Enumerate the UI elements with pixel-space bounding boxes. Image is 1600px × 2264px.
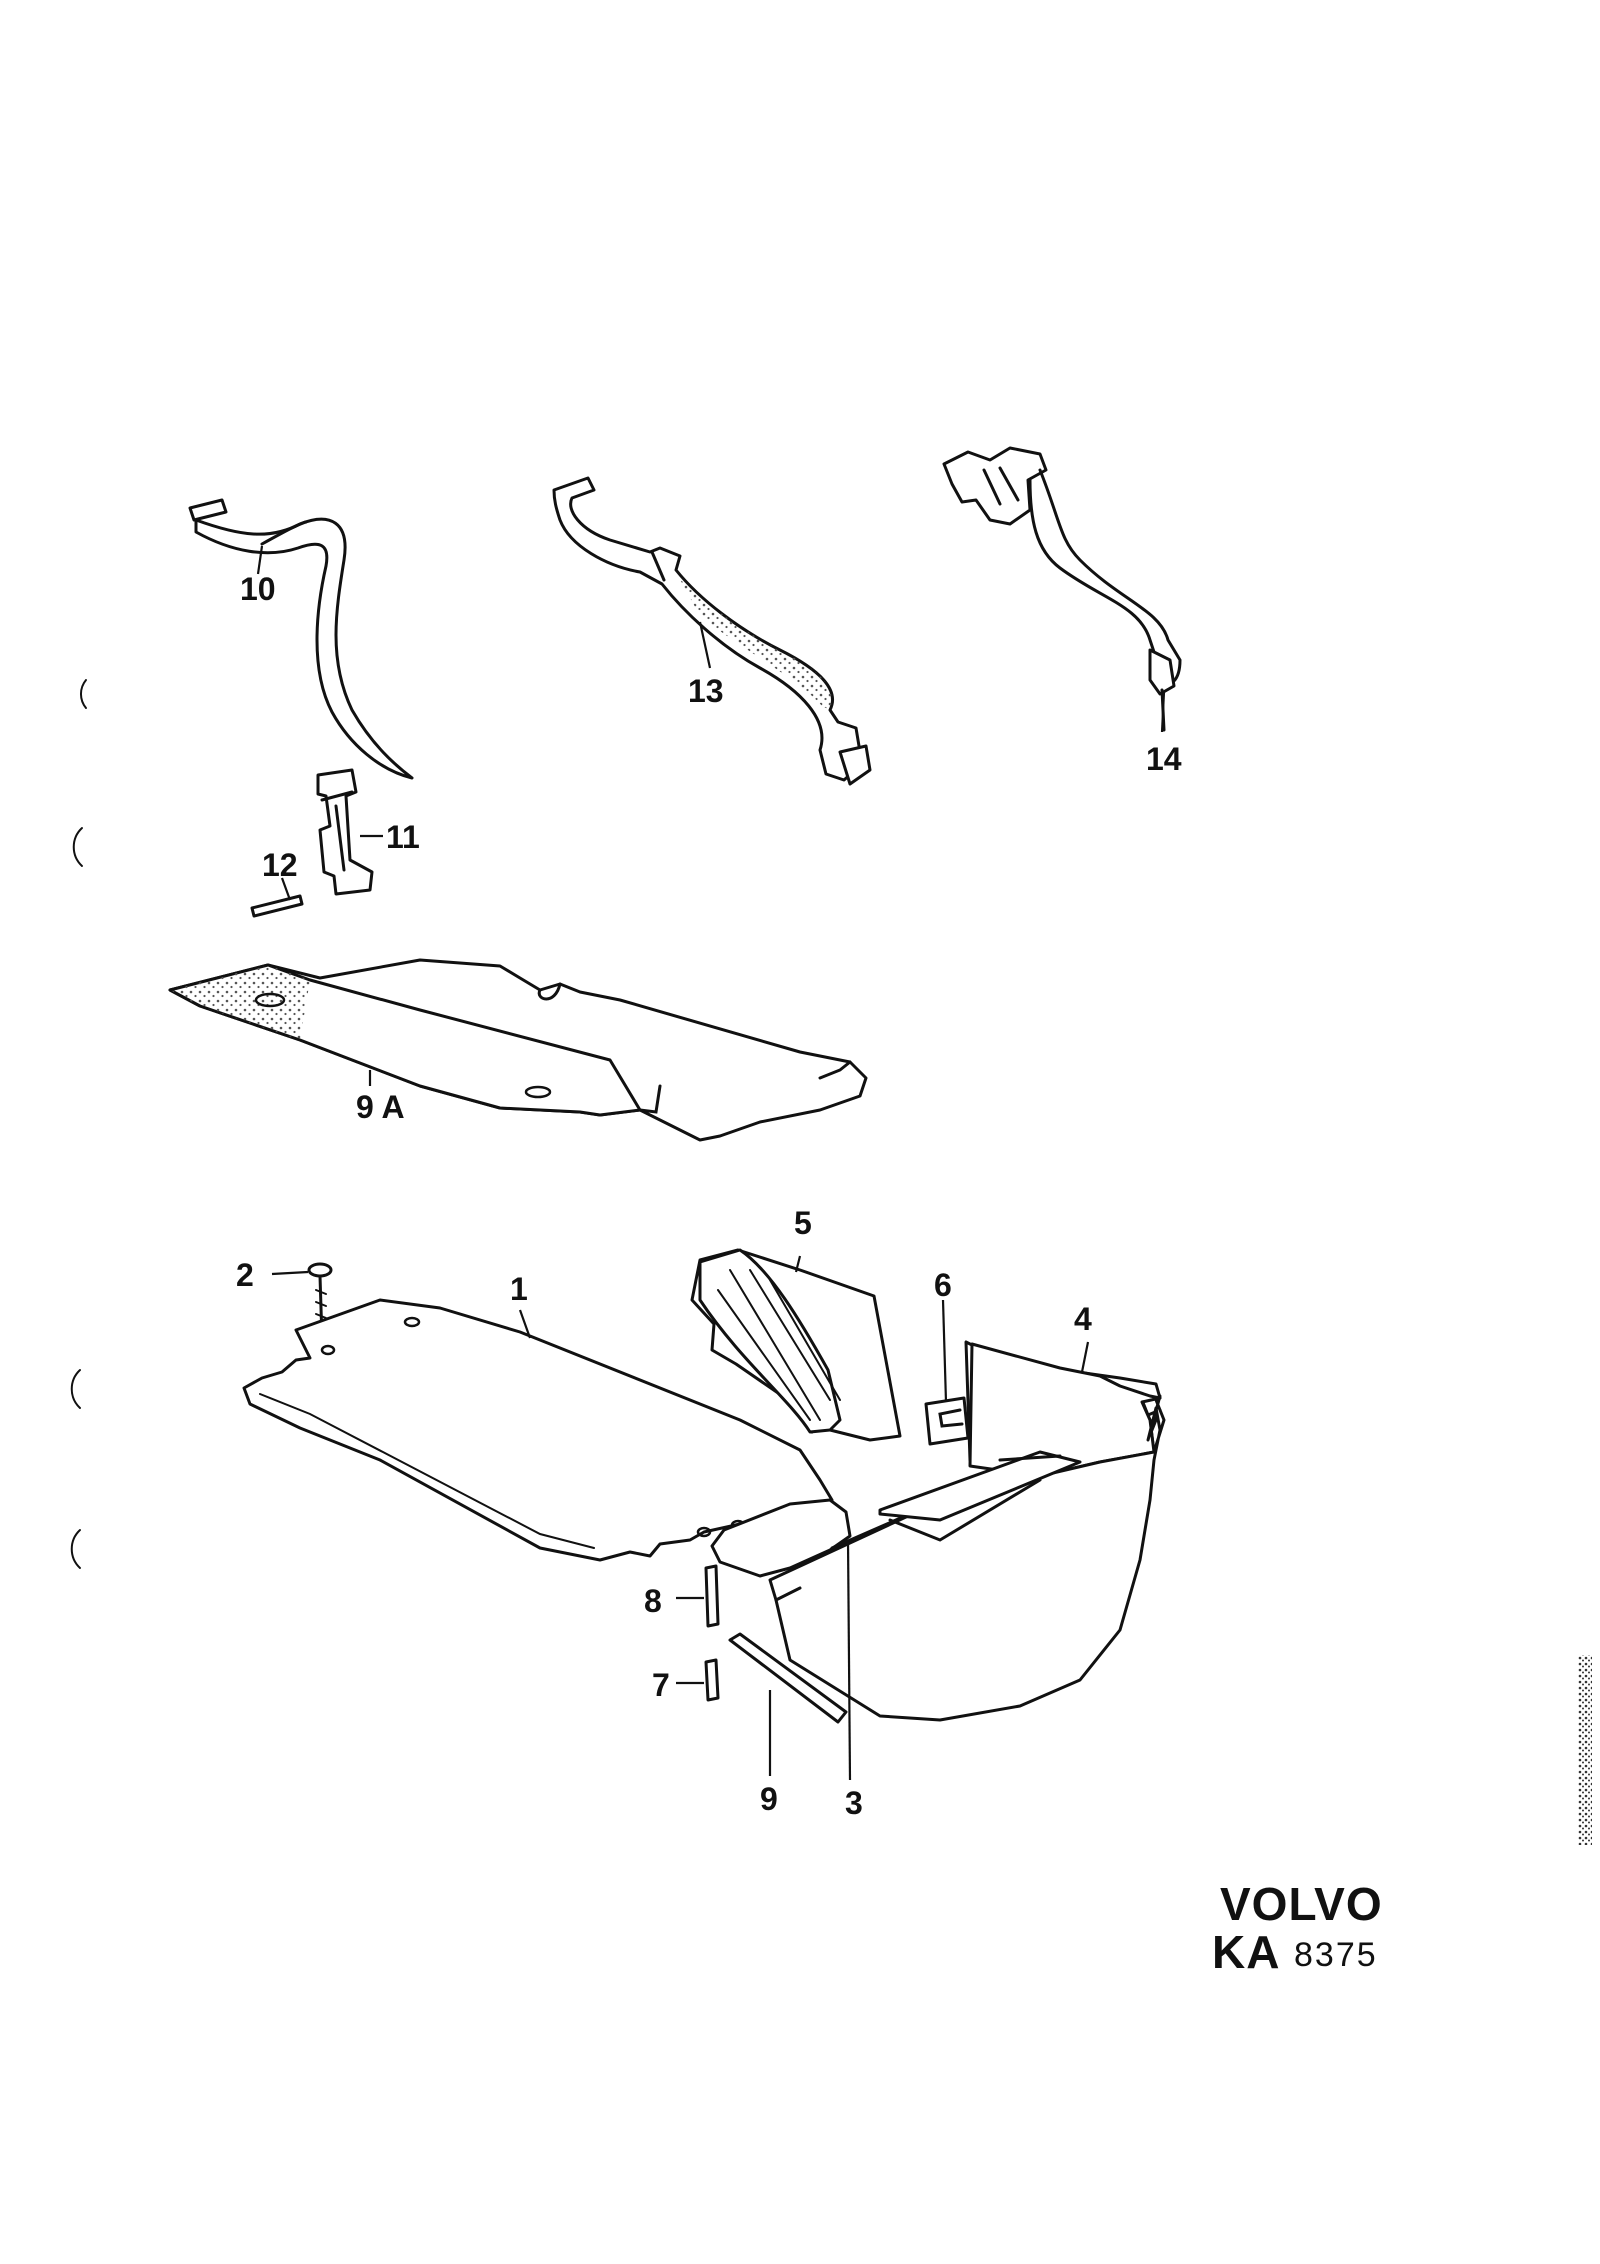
part-9-strip — [728, 1632, 848, 1724]
label-9a: 9 A — [356, 1089, 405, 1125]
label-10: 10 — [240, 571, 276, 607]
part-7-strip — [704, 1658, 720, 1702]
drawing-number: 8375 — [1294, 1936, 1378, 1974]
part-4-trunk-liner — [768, 1340, 1166, 1722]
drawing-id: VOLVO KA 8375 — [1212, 1878, 1383, 1978]
label-4: 4 — [1074, 1301, 1092, 1337]
part-12-pin — [250, 894, 304, 918]
label-12: 12 — [262, 847, 298, 883]
drawing-prefix: KA — [1212, 1926, 1280, 1978]
part-9a-mat — [168, 958, 868, 1142]
label-9: 9 — [760, 1781, 778, 1817]
part-1-floor-mat — [242, 1298, 834, 1562]
label-14: 14 — [1146, 741, 1182, 777]
brand-name: VOLVO — [1220, 1878, 1383, 1930]
part-8-strip — [704, 1564, 720, 1628]
label-5: 5 — [794, 1205, 812, 1241]
part-14-belt-retractor — [942, 446, 1182, 732]
label-1: 1 — [510, 1271, 528, 1307]
part-3-flap — [710, 1498, 852, 1578]
part-5-side-panel — [690, 1248, 902, 1442]
label-2: 2 — [236, 1257, 254, 1293]
label-3: 3 — [845, 1785, 863, 1821]
part-6-clip — [924, 1396, 970, 1446]
label-13: 13 — [688, 673, 724, 709]
edge-strip — [1578, 1655, 1592, 1845]
label-6: 6 — [934, 1267, 952, 1303]
part-11-bracket — [316, 768, 374, 896]
part-13-strap — [552, 476, 872, 786]
binder-marks — [70, 679, 87, 1569]
label-7: 7 — [652, 1667, 670, 1703]
leader-lines — [256, 545, 1166, 1781]
label-11: 11 — [386, 819, 420, 855]
part-10-strap — [188, 498, 414, 780]
part-2-screw — [307, 1262, 333, 1342]
callout-labels: 10 11 12 13 14 9 A 2 1 5 6 4 8 7 9 3 — [236, 571, 1182, 1821]
label-8: 8 — [644, 1583, 662, 1619]
